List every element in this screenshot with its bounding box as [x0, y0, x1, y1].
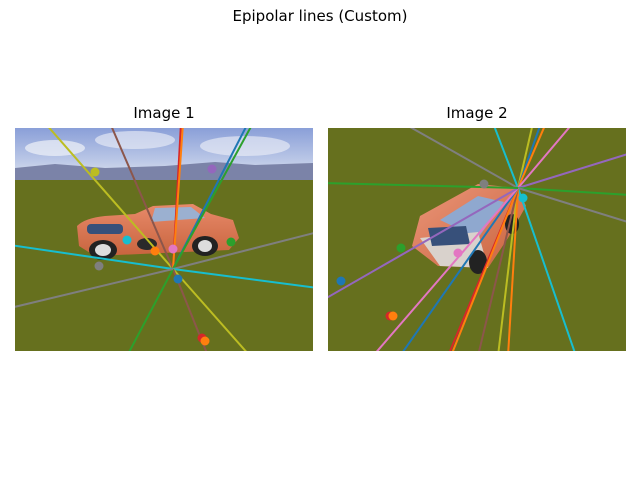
image-1-panel: [15, 128, 313, 351]
keypoint-2-1: [518, 193, 528, 203]
keypoint-2-3: [453, 248, 463, 258]
epipolar-line-2-16: [375, 187, 519, 351]
keypoint-2-2: [396, 243, 406, 253]
epipolar-line-2-7: [517, 187, 626, 196]
keypoint-2-0: [479, 179, 489, 189]
epipolar-line-1-12: [15, 268, 174, 308]
epipolar-line-1-3: [172, 128, 184, 270]
epipolar-line-2-8: [517, 187, 626, 223]
keypoint-1-4: [150, 246, 160, 256]
epipolar-line-1-10: [128, 268, 174, 351]
epipolar-line-2-2: [517, 128, 533, 189]
keypoint-1-0: [90, 167, 100, 177]
epipolar-line-2-11: [507, 187, 519, 351]
image-2-epipolar-lines: [328, 128, 626, 351]
epipolar-line-2-17: [328, 187, 519, 299]
epipolar-line-1-6: [172, 232, 313, 270]
epipolar-line-2-4: [517, 128, 545, 189]
epipolar-line-2-6: [517, 153, 626, 189]
epipolar-line-2-1: [493, 128, 519, 189]
epipolar-line-2-15: [402, 187, 519, 351]
epipolar-line-2-5: [517, 128, 571, 189]
epipolar-line-2-10: [497, 187, 519, 351]
epipolar-line-2-9: [517, 187, 576, 351]
keypoint-1-3: [168, 244, 178, 254]
epipolar-line-2-14: [451, 187, 519, 351]
car-shape: [77, 204, 239, 260]
keypoint-1-6: [94, 261, 104, 271]
epipolar-line-2-12: [478, 187, 519, 351]
keypoint-1-5: [226, 237, 236, 247]
keypoint-2-6: [388, 311, 398, 321]
image-1-title: Image 1: [133, 104, 195, 122]
keypoint-1-2: [122, 235, 132, 245]
image-2-title: Image 2: [446, 104, 508, 122]
epipolar-line-2-0: [409, 128, 519, 189]
epipolar-line-1-11: [15, 244, 174, 270]
image-1-points: [90, 164, 236, 346]
epipolar-line-1-0: [48, 128, 174, 270]
keypoint-2-4: [336, 276, 346, 286]
epipolar-line-1-7: [172, 268, 313, 289]
keypoint-1-9: [200, 336, 210, 346]
image-2-panel: [328, 128, 626, 351]
keypoint-1-1: [207, 164, 217, 174]
epipolar-line-1-5: [172, 128, 252, 270]
epipolar-line-1-8: [172, 268, 247, 351]
keypoint-1-7: [173, 274, 183, 284]
figure-title: Epipolar lines (Custom): [232, 7, 408, 25]
image-1-canvas: [15, 128, 313, 351]
image-2-points: [336, 179, 528, 321]
epipolar-line-1-1: [111, 128, 174, 270]
image-2-canvas: [328, 128, 626, 351]
image-1-epipolar-lines: [15, 128, 313, 351]
